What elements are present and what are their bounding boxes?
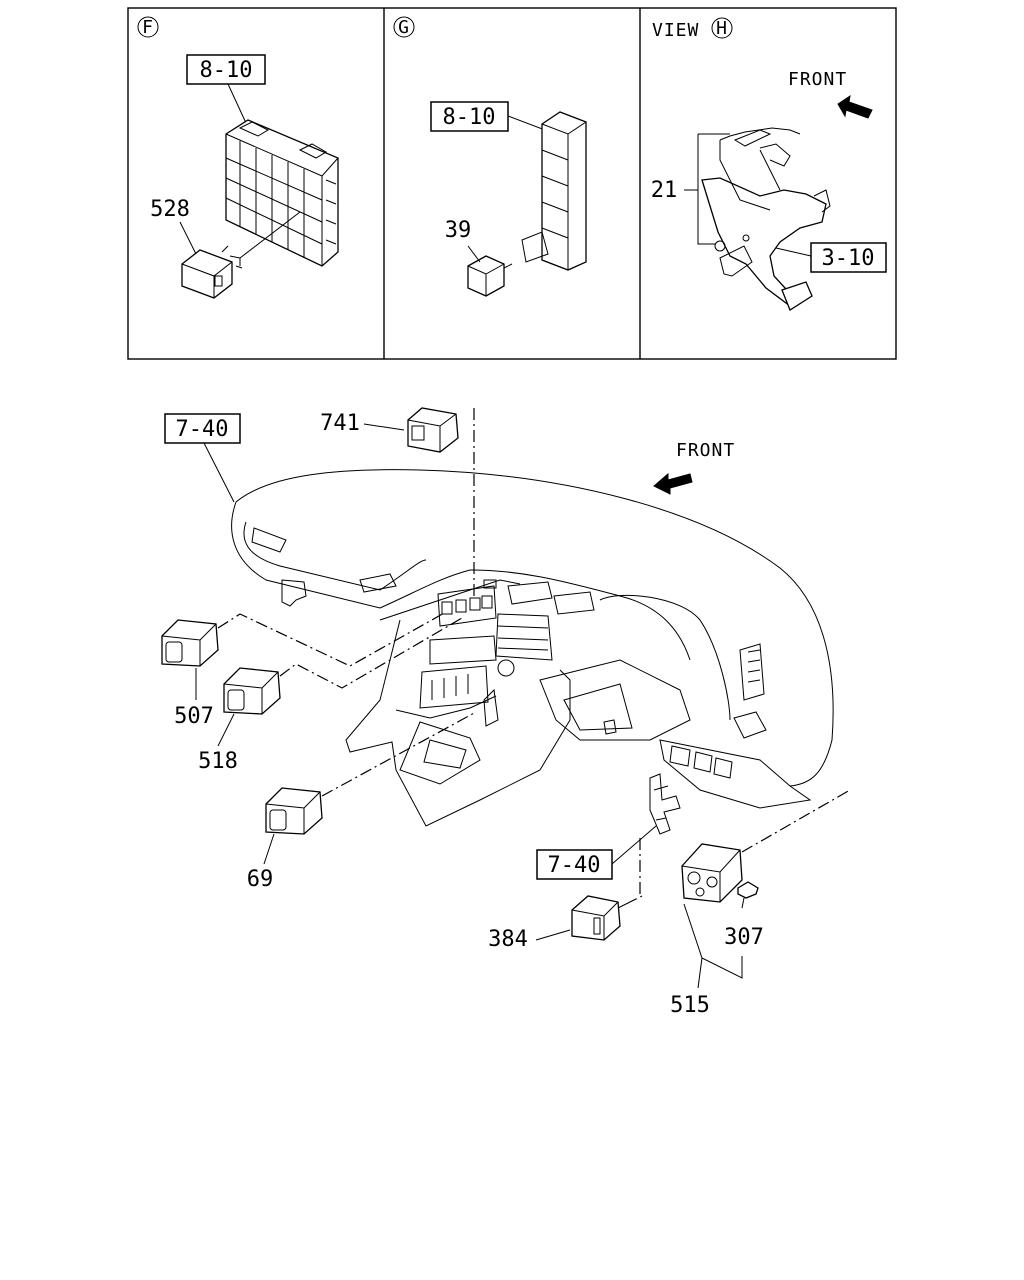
panel-h-ref-label: 3-10 <box>822 246 875 271</box>
detail-panels-frame <box>127 7 897 360</box>
part-69-label: 69 <box>247 867 274 892</box>
bracket-drawing <box>649 773 681 835</box>
panel-f: F 8-10 <box>137 16 339 299</box>
switch-518-drawing <box>223 667 281 715</box>
panel-h: VIEW H FRONT 21 3-10 <box>651 17 887 311</box>
panel-g-ref-label: 8-10 <box>443 105 496 130</box>
panel-h-front-arrow <box>837 94 873 119</box>
main-ref-top-box <box>164 413 241 444</box>
main-front-label: FRONT <box>676 440 735 461</box>
main-ref-bottom-box <box>536 849 613 880</box>
panel-h-part-label: 21 <box>651 178 678 203</box>
instrument-panel-drawing <box>231 469 834 827</box>
part-518-label: 518 <box>198 749 238 774</box>
panel-g-marker-circle <box>393 16 415 38</box>
part-384-label: 384 <box>488 927 528 952</box>
panel-h-ref-box <box>810 242 887 273</box>
relay-box-drawing <box>225 119 339 267</box>
relay-39-drawing <box>467 255 513 297</box>
panel-g: G 8-10 39 <box>393 16 587 297</box>
panel-f-part-label: 528 <box>150 197 190 222</box>
main-front-arrow <box>653 472 693 495</box>
main-dashboard-view: 7-40 FRONT <box>161 407 851 1018</box>
fuse-block-drawing <box>521 111 587 271</box>
panel-f-ref-box <box>186 54 266 85</box>
panel-g-marker: G <box>398 17 410 38</box>
switch-69-drawing <box>265 787 323 835</box>
panel-f-marker-circle <box>137 16 159 38</box>
switch-515-drawing <box>681 843 743 903</box>
panel-f-ref-label: 8-10 <box>200 58 253 83</box>
switch-384-drawing <box>571 895 627 941</box>
panel-h-marker-circle <box>711 17 733 39</box>
pedal-bracket-drawing <box>701 127 831 311</box>
part-507-label: 507 <box>174 704 214 729</box>
part-307-label: 307 <box>724 925 764 950</box>
switch-741-drawing <box>407 407 459 453</box>
screw-307-drawing <box>737 881 759 909</box>
main-ref-top-label: 7-40 <box>176 417 229 442</box>
panel-f-marker: F <box>142 17 154 38</box>
panel-h-marker: H <box>716 18 728 39</box>
panel-g-ref-box <box>430 101 509 132</box>
main-ref-bottom-label: 7-40 <box>548 853 601 878</box>
part-741-label: 741 <box>320 411 360 436</box>
part-515-label: 515 <box>670 993 710 1018</box>
panel-h-front-label: FRONT <box>788 69 847 90</box>
panel-h-view-word: VIEW <box>652 20 699 41</box>
switch-507-drawing <box>161 619 219 667</box>
relay-528-drawing <box>181 245 243 299</box>
panel-g-part-label: 39 <box>445 218 472 243</box>
